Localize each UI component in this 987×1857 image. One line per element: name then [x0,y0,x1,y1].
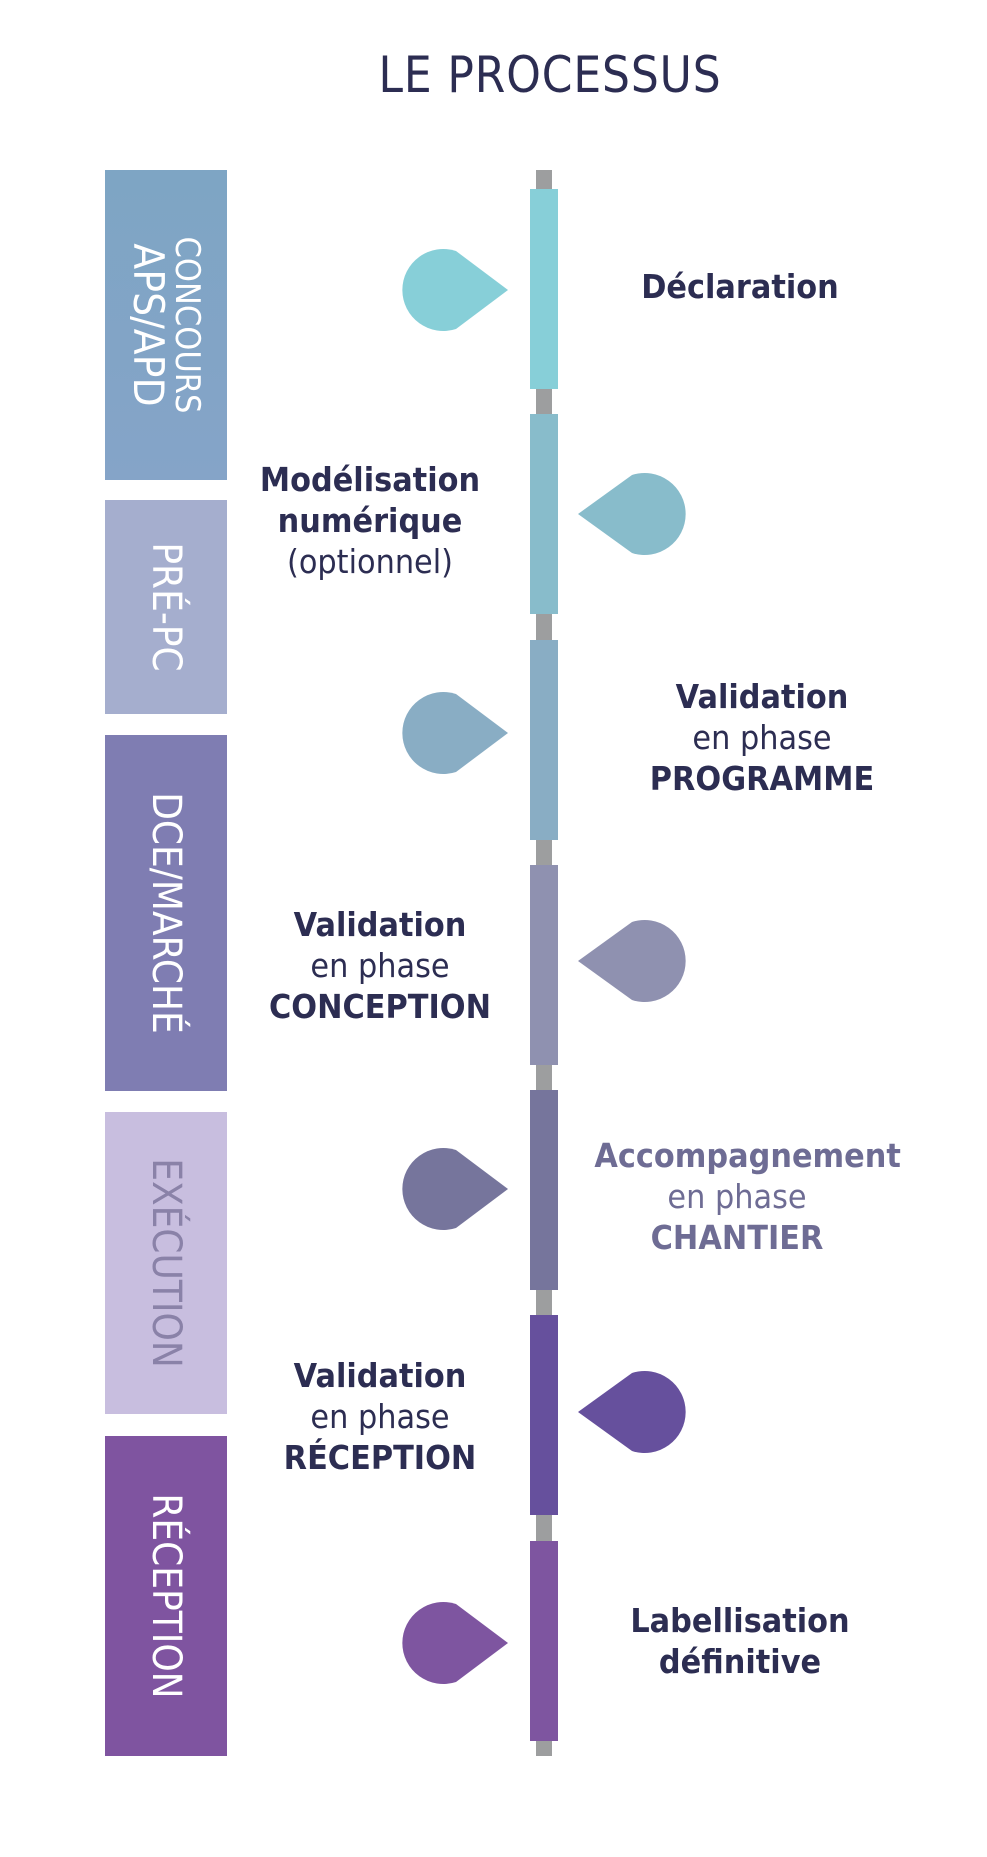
step-label-labellisation: Labellisation définitive [630,1601,850,1681]
teardrop-marker [578,1371,686,1453]
teardrop-marker [578,473,686,555]
step-label-programme: Validation en phase PROGRAMME [649,677,875,798]
timeline-segment [530,414,558,614]
step-label-modelisation: Modélisation numérique (optionnel) [259,460,481,581]
teardrop-marker [402,1147,508,1230]
phase-block-reception: RÉCEPTION [105,1436,227,1756]
teardrop-marker [402,249,508,331]
teardrop-marker [402,1602,508,1684]
step-label-chantier: Accompagnement en phase CHANTIER [594,1136,901,1257]
timeline-segment [530,640,558,840]
timeline-segment [530,1315,558,1515]
step-label-declaration: Déclaration [641,267,839,306]
phase-block-pre-pc: PRÉ-PC [105,500,227,714]
timeline-segment [530,1541,558,1741]
phase-block-execution: EXÉCUTION [105,1112,227,1414]
step-label-reception: Validation en phase RÉCEPTION [283,1356,477,1477]
timeline-segment [530,1090,558,1290]
timeline-segment [530,865,558,1065]
teardrop-marker [578,920,686,1002]
phase-block-dce-marche: DCE/MARCHÉ [105,735,227,1091]
teardrop-marker [402,692,508,774]
diagram-title: LE PROCESSUS [378,46,722,104]
phase-block-concours: CONCOURS APS/APD [105,170,227,480]
timeline-segment [530,189,558,389]
step-label-conception: Validation en phase CONCEPTION [268,905,491,1026]
